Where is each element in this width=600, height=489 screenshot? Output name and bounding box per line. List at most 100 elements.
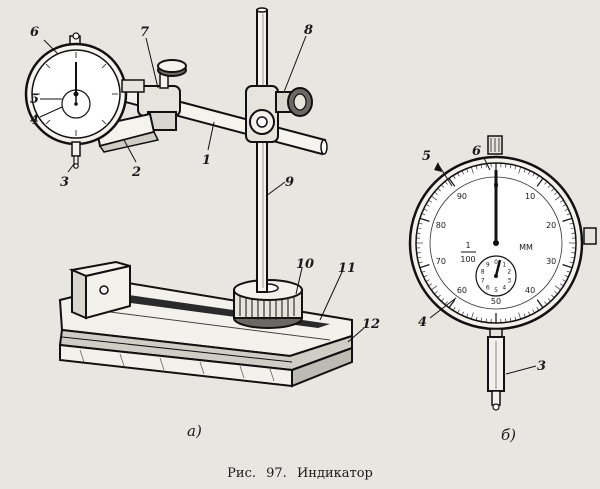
scale-tick bbox=[569, 222, 574, 225]
revolution-scale-label: 4 bbox=[502, 284, 506, 291]
scale-tick bbox=[448, 177, 456, 187]
scale-tick bbox=[461, 170, 464, 175]
scale-tick bbox=[434, 291, 438, 295]
caption-prefix: Рис. bbox=[227, 466, 256, 481]
scale-tick bbox=[562, 217, 573, 222]
scale-tick bbox=[562, 264, 573, 269]
revolution-scale-label: 5 bbox=[494, 287, 498, 294]
indicator-stand-assembly: 6 7 8 5 4 3 2 1 9 10 11 12 а) bbox=[24, 7, 380, 440]
scale-tick bbox=[475, 316, 478, 321]
scale-tick bbox=[523, 168, 526, 173]
revolution-scale-label: 9 bbox=[486, 262, 490, 269]
callout-a-4: 4 bbox=[30, 113, 39, 128]
outer-scale-label: 40 bbox=[525, 286, 535, 295]
scale-tick bbox=[437, 294, 441, 298]
outer-scale-label: 90 bbox=[457, 192, 467, 201]
dial-indicator-face-view: 0102030405060708090 1 100 ММ 0123456789 … bbox=[408, 135, 597, 444]
scale-tick bbox=[536, 177, 544, 187]
scale-tick bbox=[560, 199, 564, 203]
outer-scale-label: 50 bbox=[491, 297, 501, 306]
scale-tick bbox=[466, 313, 469, 318]
scale-tick bbox=[514, 165, 517, 170]
figure-caption: Рис. 97. Индикатор bbox=[0, 466, 600, 481]
dial-indicator-small bbox=[24, 32, 145, 169]
scale-tick bbox=[528, 311, 531, 316]
scale-tick bbox=[428, 199, 432, 203]
callout-a-10: 10 bbox=[296, 257, 314, 272]
scale-tick bbox=[418, 222, 423, 225]
scale-tick bbox=[421, 270, 426, 273]
scale-tick bbox=[419, 264, 430, 269]
scale-tick bbox=[562, 279, 567, 282]
scale-tick bbox=[554, 291, 558, 295]
sublabel-b: б) bbox=[501, 426, 516, 444]
scale-tick bbox=[418, 261, 423, 264]
scale-tick bbox=[417, 256, 422, 259]
scale-tick bbox=[564, 208, 569, 211]
scale-tick bbox=[505, 163, 507, 168]
scale-tick bbox=[547, 298, 551, 302]
column-base-nut bbox=[233, 279, 303, 329]
callout-a-7: 7 bbox=[140, 25, 149, 40]
scale-tick bbox=[554, 195, 561, 201]
scale-tick bbox=[423, 208, 428, 211]
scale-tick bbox=[425, 204, 430, 207]
callout-b-6: 6 bbox=[472, 144, 481, 159]
revolution-scale-label: 8 bbox=[481, 269, 485, 276]
scale-tick bbox=[423, 275, 428, 278]
scale-tick bbox=[509, 317, 512, 322]
scale-tick bbox=[536, 175, 540, 179]
callout-b-3: 3 bbox=[537, 359, 546, 374]
scale-tick bbox=[431, 195, 438, 201]
scale-tick bbox=[570, 256, 575, 259]
scale-tick bbox=[564, 275, 569, 278]
scale-tick bbox=[425, 279, 430, 282]
scale-tick bbox=[441, 298, 445, 302]
scale-tick bbox=[421, 213, 426, 216]
scale-tick bbox=[536, 307, 540, 311]
callout-a-11: 11 bbox=[338, 261, 356, 276]
scale-tick bbox=[452, 175, 456, 179]
scale-tick bbox=[444, 181, 448, 185]
outer-scale-label: 30 bbox=[546, 257, 556, 266]
scale-tick bbox=[457, 309, 460, 314]
callout-a-3: 3 bbox=[60, 175, 69, 190]
scale-tick bbox=[544, 301, 548, 305]
scale-tick bbox=[532, 172, 535, 177]
scale-tick bbox=[551, 188, 555, 192]
scale-tick bbox=[554, 191, 558, 195]
scale-tick bbox=[470, 166, 474, 174]
scale-tick bbox=[416, 252, 421, 254]
scale-tick bbox=[505, 318, 507, 323]
outer-scale-ticks bbox=[416, 163, 576, 323]
scale-tick bbox=[562, 204, 567, 207]
revolution-scale-label: 1 bbox=[502, 262, 506, 269]
callout-a-6: 6 bbox=[30, 25, 39, 40]
outer-scale-label: 20 bbox=[546, 221, 556, 230]
scale-tick bbox=[428, 283, 432, 287]
outer-scale-label: 60 bbox=[457, 286, 467, 295]
revolution-scale-label: 6 bbox=[486, 284, 490, 291]
caption-title: Индикатор bbox=[296, 466, 373, 481]
scale-tick bbox=[461, 311, 464, 316]
scale-tick bbox=[480, 317, 483, 322]
scale-tick bbox=[518, 166, 522, 174]
scale-tick bbox=[431, 285, 438, 291]
revolution-scale-label: 7 bbox=[481, 277, 485, 284]
scale-tick bbox=[452, 307, 456, 311]
scale-tick bbox=[485, 318, 487, 323]
scale-tick bbox=[547, 184, 551, 188]
callout-a-1: 1 bbox=[202, 153, 211, 168]
caption-number: 97. bbox=[266, 466, 287, 481]
scale-tick bbox=[566, 270, 571, 273]
scale-tick bbox=[417, 227, 422, 230]
scale-tick bbox=[566, 213, 571, 216]
vertical-column bbox=[256, 7, 268, 293]
revolution-scale-label: 3 bbox=[507, 277, 511, 284]
callout-b-5: 5 bbox=[422, 149, 431, 164]
column-clamp bbox=[245, 85, 313, 143]
revolution-scale-label: 0 bbox=[494, 259, 498, 266]
scale-tick bbox=[416, 232, 421, 234]
